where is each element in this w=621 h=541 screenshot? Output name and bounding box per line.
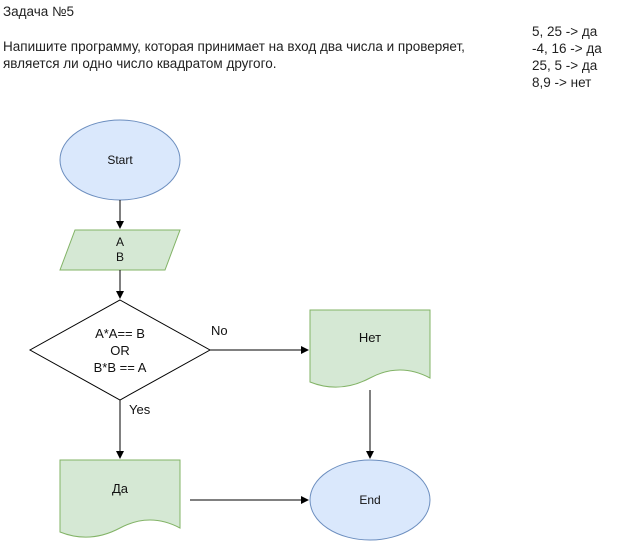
- example-3: 25, 5 -> да: [532, 58, 598, 73]
- label-yes: Yes: [129, 402, 151, 417]
- task-description-line-2: является ли одно число квадратом другого…: [3, 56, 277, 71]
- task-description-line-1: Напишите программу, которая принимает на…: [3, 39, 465, 54]
- examples-list: 5, 25 -> да -4, 16 -> да 25, 5 -> да 8,9…: [532, 23, 602, 91]
- input-node: [59, 229, 181, 271]
- output-yes-label: Да: [112, 481, 129, 496]
- label-no: No: [211, 323, 228, 338]
- input-label-a: A: [116, 235, 124, 249]
- decision-line-1: A*A== B: [95, 326, 145, 341]
- output-no-label: Нет: [359, 330, 381, 345]
- start-label: Start: [107, 153, 133, 167]
- example-1: 5, 25 -> да: [532, 24, 598, 39]
- input-label-b: B: [116, 250, 124, 264]
- example-4: 8,9 -> нет: [532, 75, 592, 90]
- decision-line-2: OR: [110, 343, 130, 358]
- output-no-node: [309, 309, 431, 388]
- output-yes-node: [59, 459, 181, 538]
- end-label: End: [359, 493, 380, 507]
- decision-line-3: B*B == A: [94, 360, 147, 375]
- example-2: -4, 16 -> да: [532, 41, 602, 56]
- end-node: [309, 459, 431, 541]
- task-title: Задача №5: [3, 4, 75, 19]
